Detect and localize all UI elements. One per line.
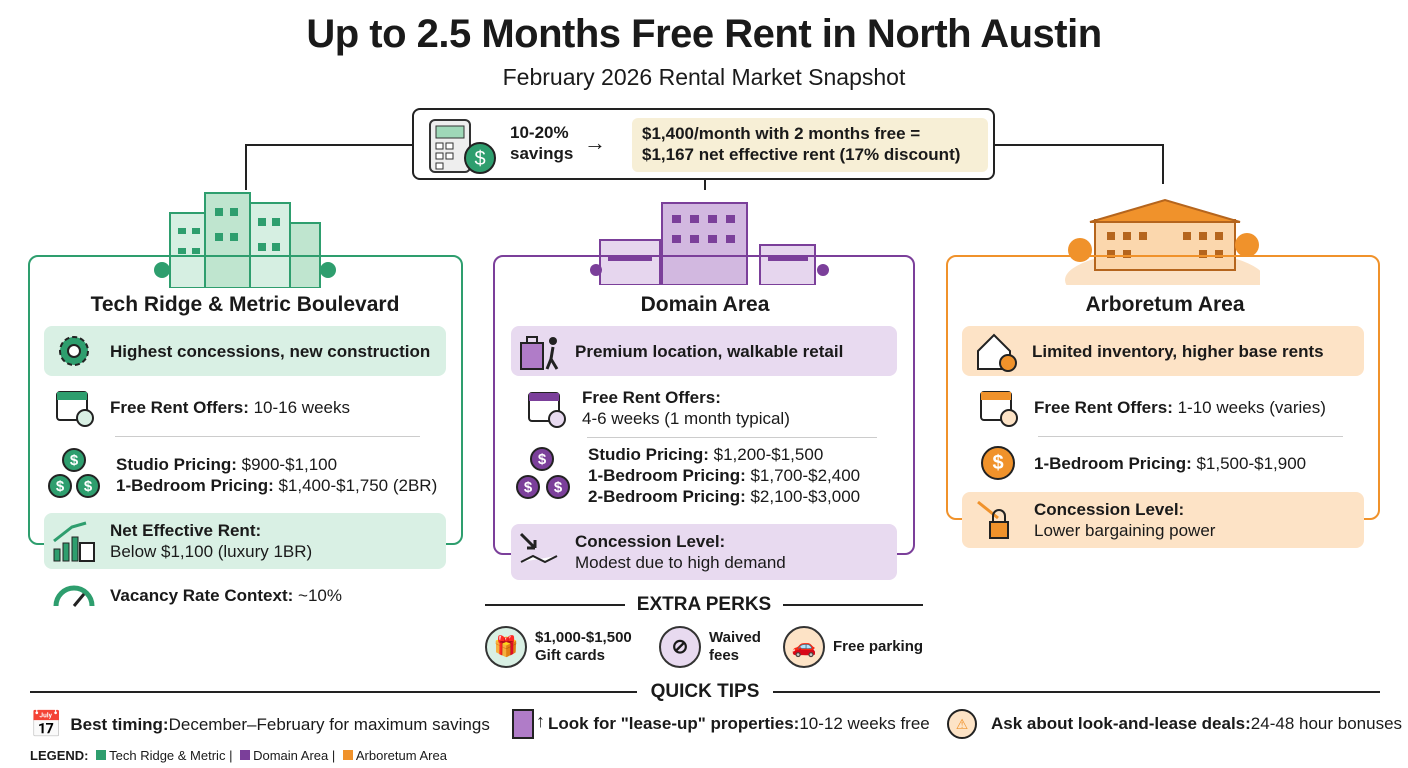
- divider: [587, 437, 877, 438]
- perk-free-parking: 🚗Free parking: [783, 626, 923, 668]
- tech-vacancy-rate: Vacancy Rate Context: ~10%: [52, 578, 342, 612]
- arboretum-free-rent: Free Rent Offers: 1-10 weeks (varies): [976, 385, 1326, 429]
- page-title: Up to 2.5 Months Free Rent in North Aust…: [306, 12, 1102, 56]
- gear-wrench-icon: [52, 329, 96, 373]
- connector-line: [704, 180, 706, 190]
- lock-down-arrow-icon: [976, 498, 1020, 542]
- shopping-bag-walker-icon: [517, 329, 561, 373]
- divider: [1038, 436, 1343, 437]
- calendar-clock-icon: [976, 385, 1020, 429]
- connector-line: [995, 144, 1163, 146]
- savings-calculation-box: $ 10-20%savings → $1,400/month with 2 mo…: [412, 108, 995, 180]
- building-up-arrow-icon: ↑: [512, 709, 545, 739]
- arboretum-pricing: $ 1-Bedroom Pricing: $1,500-$1,900: [976, 441, 1306, 485]
- legend: LEGEND: Tech Ridge & Metric | Domain Are…: [30, 748, 447, 763]
- calendar-clock-icon: [524, 386, 568, 430]
- house-person-icon: [974, 329, 1018, 373]
- domain-title: Domain Area: [640, 293, 770, 316]
- coins-icon: $$$: [48, 448, 102, 502]
- legend-swatch-tech: [96, 750, 107, 760]
- divider: [115, 436, 420, 437]
- car-icon: 🚗: [783, 626, 825, 668]
- domain-free-rent: Free Rent Offers:4-6 weeks (1 month typi…: [524, 386, 790, 430]
- quick-tips-heading: QUICK TIPS: [30, 681, 1381, 703]
- dollar-coin-icon: $: [976, 441, 1020, 485]
- arboretum-title: Arboretum Area: [1085, 293, 1245, 316]
- growth-chart-calculator-icon: [52, 519, 96, 563]
- connector-line: [1162, 144, 1164, 184]
- savings-range: 10-20%savings: [510, 123, 574, 163]
- connector-line: [245, 144, 247, 190]
- waived-document-icon: ⊘: [659, 626, 701, 668]
- calculator-icon: $: [428, 118, 498, 181]
- connector-line: [245, 144, 413, 146]
- arboretum-highlight: Limited inventory, higher base rents: [962, 326, 1364, 376]
- legend-swatch-domain: [240, 750, 251, 760]
- coins-icon: $$$: [514, 443, 574, 507]
- speedometer-icon: [52, 578, 96, 612]
- arrow-right-icon: →: [584, 130, 606, 155]
- legend-swatch-arboretum: [342, 750, 353, 760]
- calendar-clock-icon: [52, 385, 96, 429]
- tip-look-and-lease: ⚠Ask about look-and-lease deals: 24-48 h…: [947, 709, 1402, 739]
- arboretum-concession-level: Concession Level:Lower bargaining power: [962, 492, 1364, 548]
- handshake-down-arrow-icon: [517, 530, 561, 574]
- extra-perks-heading: EXTRA PERKS: [485, 594, 923, 616]
- calendar-snowflake-icon: 📅: [30, 709, 63, 739]
- page-subtitle: February 2026 Rental Market Snapshot: [502, 64, 906, 90]
- domain-concession-level: Concession Level:Modest due to high dema…: [511, 524, 897, 580]
- example-calculation: $1,400/month with 2 months free =$1,167 …: [632, 118, 988, 172]
- clock-warning-icon: ⚠: [947, 709, 977, 739]
- tech-free-rent: Free Rent Offers: 10-16 weeks: [52, 385, 350, 429]
- svg-text:$: $: [474, 148, 485, 170]
- arboretum-buildings-illustration: [1065, 198, 1260, 285]
- tech-ridge-title: Tech Ridge & Metric Boulevard: [90, 293, 400, 316]
- gift-icon: 🎁: [485, 626, 527, 668]
- domain-highlight: Premium location, walkable retail: [511, 326, 897, 376]
- domain-buildings-illustration: [590, 202, 829, 285]
- tech-net-effective-rent: Net Effective Rent:Below $1,100 (luxury …: [44, 513, 446, 569]
- tip-best-timing: 📅Best timing: December–February for maxi…: [30, 709, 490, 739]
- tech-highlight: Highest concessions, new construction: [44, 326, 446, 376]
- tip-lease-up: ↑Look for "lease-up" properties: 10-12 w…: [512, 709, 930, 739]
- tech-ridge-buildings-illustration: [154, 192, 336, 288]
